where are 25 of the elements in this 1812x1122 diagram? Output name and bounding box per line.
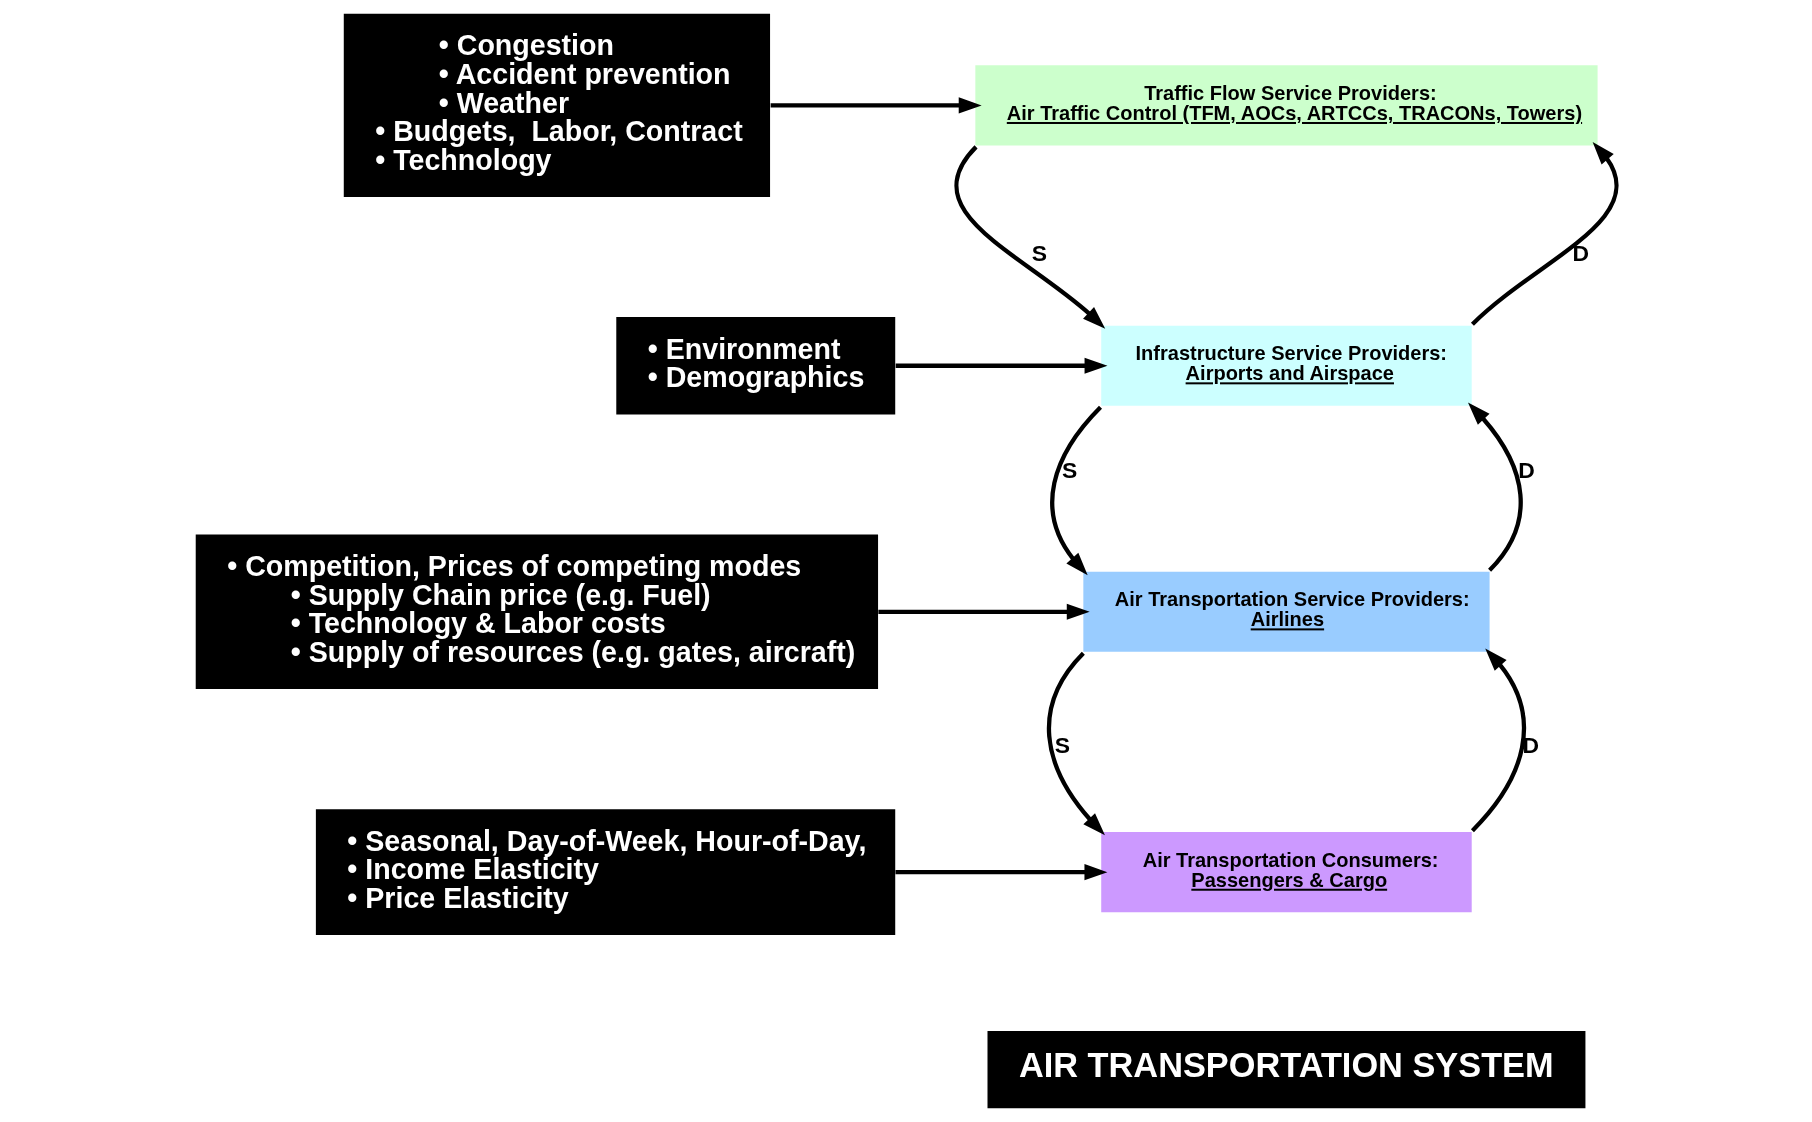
node-box: • Environment • Demographics: [615, 317, 895, 415]
node-box: Air Transportation Service Providers: Airlines: [1082, 571, 1490, 652]
arrow: [1470, 141, 1618, 326]
edge-label: D: [1521, 732, 1539, 759]
arrow: [1046, 651, 1105, 836]
edge-label: S: [1054, 732, 1070, 759]
edge-label: S: [1061, 457, 1077, 484]
arrow: [894, 864, 1107, 881]
node-box: • Congestion • Accident prevention • Weather • Budgets, Labor, Contract • Technology: [343, 13, 770, 197]
arrow: [877, 603, 1090, 620]
node-box: • Seasonal, Day-of-Week, Hour-of-Day, • Income Elasticity • Price Elasticity: [315, 809, 895, 936]
arrow: [895, 357, 1107, 374]
node-box: Traffic Flow Service Providers: Air Traffic Control (TFM, AOCs, ARTCCs, TRACONs, Towers): [974, 65, 1598, 146]
arrow: [1470, 648, 1526, 833]
arrow: [954, 145, 1105, 329]
node-box: Infrastructure Service Providers: Airports and Airspace: [1100, 325, 1472, 406]
arrow: [770, 97, 982, 114]
edge-label: S: [1031, 240, 1047, 267]
node-box: • Competition, Prices of competing modes • Supply Chain price (e.g. Fuel) • Technology & Labor costs • Supply of resources (e.g. gates, aircraft): [195, 534, 878, 690]
edge-label: D: [1517, 457, 1535, 484]
arrow: [1467, 402, 1523, 572]
edge-label: D: [1572, 240, 1589, 267]
node-box: AIR TRANSPORTATION SYSTEM: [987, 1030, 1585, 1109]
arrow: [1049, 405, 1102, 576]
node-box: Air Transportation Consumers: Passengers & Cargo: [1100, 832, 1472, 913]
